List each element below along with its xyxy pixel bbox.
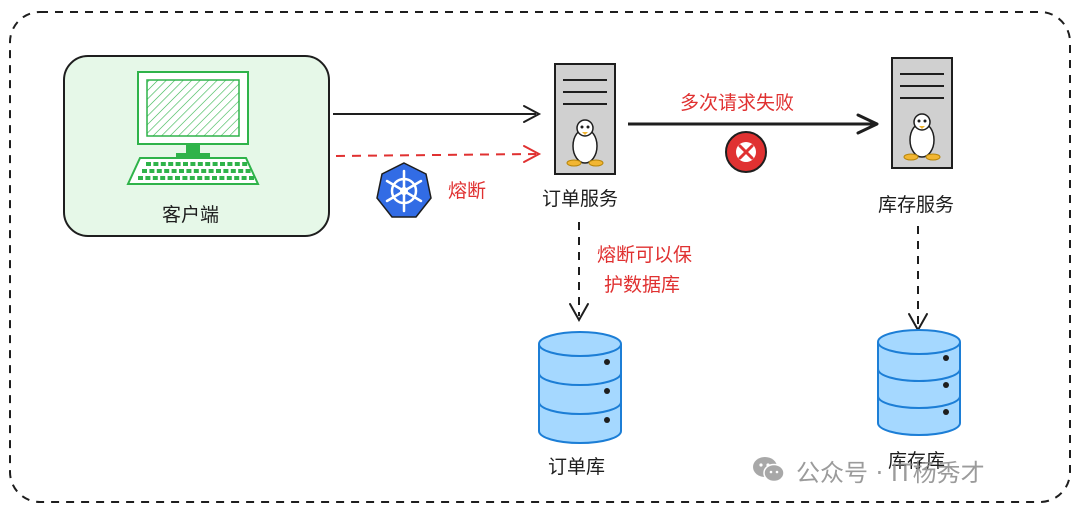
keyboard-key [189, 176, 195, 180]
wechat-icon [753, 457, 785, 483]
keyboard-key [216, 169, 221, 173]
keyboard-key [179, 169, 184, 173]
keyboard-key [190, 162, 196, 166]
keyboard-key [205, 162, 211, 166]
keyboard-key [193, 169, 199, 173]
keyboard-key [160, 162, 166, 166]
kubernetes-helm-icon [376, 162, 432, 218]
keyboard-key [219, 176, 225, 180]
keyboard-key [171, 169, 177, 173]
keyboard-key [220, 162, 225, 166]
inventory-db-arrow [908, 226, 928, 333]
keyboard-key [145, 176, 151, 180]
error-x-icon [725, 131, 767, 173]
keyboard-key [234, 162, 240, 166]
keyboard-key [226, 176, 232, 180]
keyboard-key [149, 169, 155, 173]
order-db-label: 订单库 [548, 456, 606, 478]
keyboard-key [234, 176, 240, 180]
outer-frame [9, 11, 1071, 503]
keyboard-key [197, 162, 203, 166]
keyboard-key [245, 169, 251, 173]
keyboard-key [168, 162, 174, 166]
keyboard-key [183, 162, 188, 166]
watermark: 公众号 · IT杨秀才 [752, 453, 985, 487]
keyboard-key [241, 176, 247, 180]
keyboard-key [156, 169, 162, 173]
order-database-icon [538, 331, 622, 444]
order-db-arrow [569, 222, 589, 323]
keyboard-key [238, 169, 244, 173]
watermark-text: 公众号 · IT杨秀才 [796, 458, 985, 487]
fuse-protects-db-line1: 熔断可以保 [597, 244, 693, 266]
request-arrow [333, 105, 542, 123]
order-service-server-icon [554, 63, 616, 175]
multiple-failures-label: 多次请求失败 [680, 92, 795, 114]
keyboard-key [230, 169, 236, 173]
fuse-protects-db-line2: 护数据库 [604, 274, 681, 296]
keyboard-key [249, 176, 254, 180]
keyboard-key [227, 162, 233, 166]
keyboard-key [223, 169, 229, 173]
keyboard-key [197, 176, 203, 180]
client-label: 客户端 [162, 204, 220, 226]
keyboard-key [153, 162, 159, 166]
order-service-label: 订单服务 [542, 188, 619, 210]
keyboard-key [208, 169, 214, 173]
keyboard-key [175, 176, 180, 180]
inventory-db-label: 库存库 [888, 450, 946, 472]
keyboard-key [167, 176, 173, 180]
keyboard-key [201, 169, 207, 173]
keyboard-key [142, 169, 147, 173]
keyboard-key [146, 162, 151, 166]
keyboard-key [182, 176, 188, 180]
failing-request-arrow [628, 113, 879, 135]
computer-monitor-icon [126, 71, 260, 185]
keyboard-key [186, 169, 192, 173]
keyboard-key [164, 169, 170, 173]
inventory-service-label: 库存服务 [878, 194, 955, 216]
keyboard-key [212, 176, 217, 180]
keyboard-key [152, 176, 158, 180]
client-node [63, 55, 330, 237]
fuse-dashed-arrow [335, 145, 542, 163]
keyboard-key [242, 162, 248, 166]
keyboard-key [212, 162, 218, 166]
keyboard-key [138, 176, 143, 180]
fuse-label: 熔断 [448, 180, 487, 202]
keyboard-key [175, 162, 181, 166]
keyboard-key [160, 176, 166, 180]
inventory-service-server-icon [891, 57, 953, 169]
keyboard-key [204, 176, 210, 180]
inventory-database-icon [877, 329, 961, 436]
